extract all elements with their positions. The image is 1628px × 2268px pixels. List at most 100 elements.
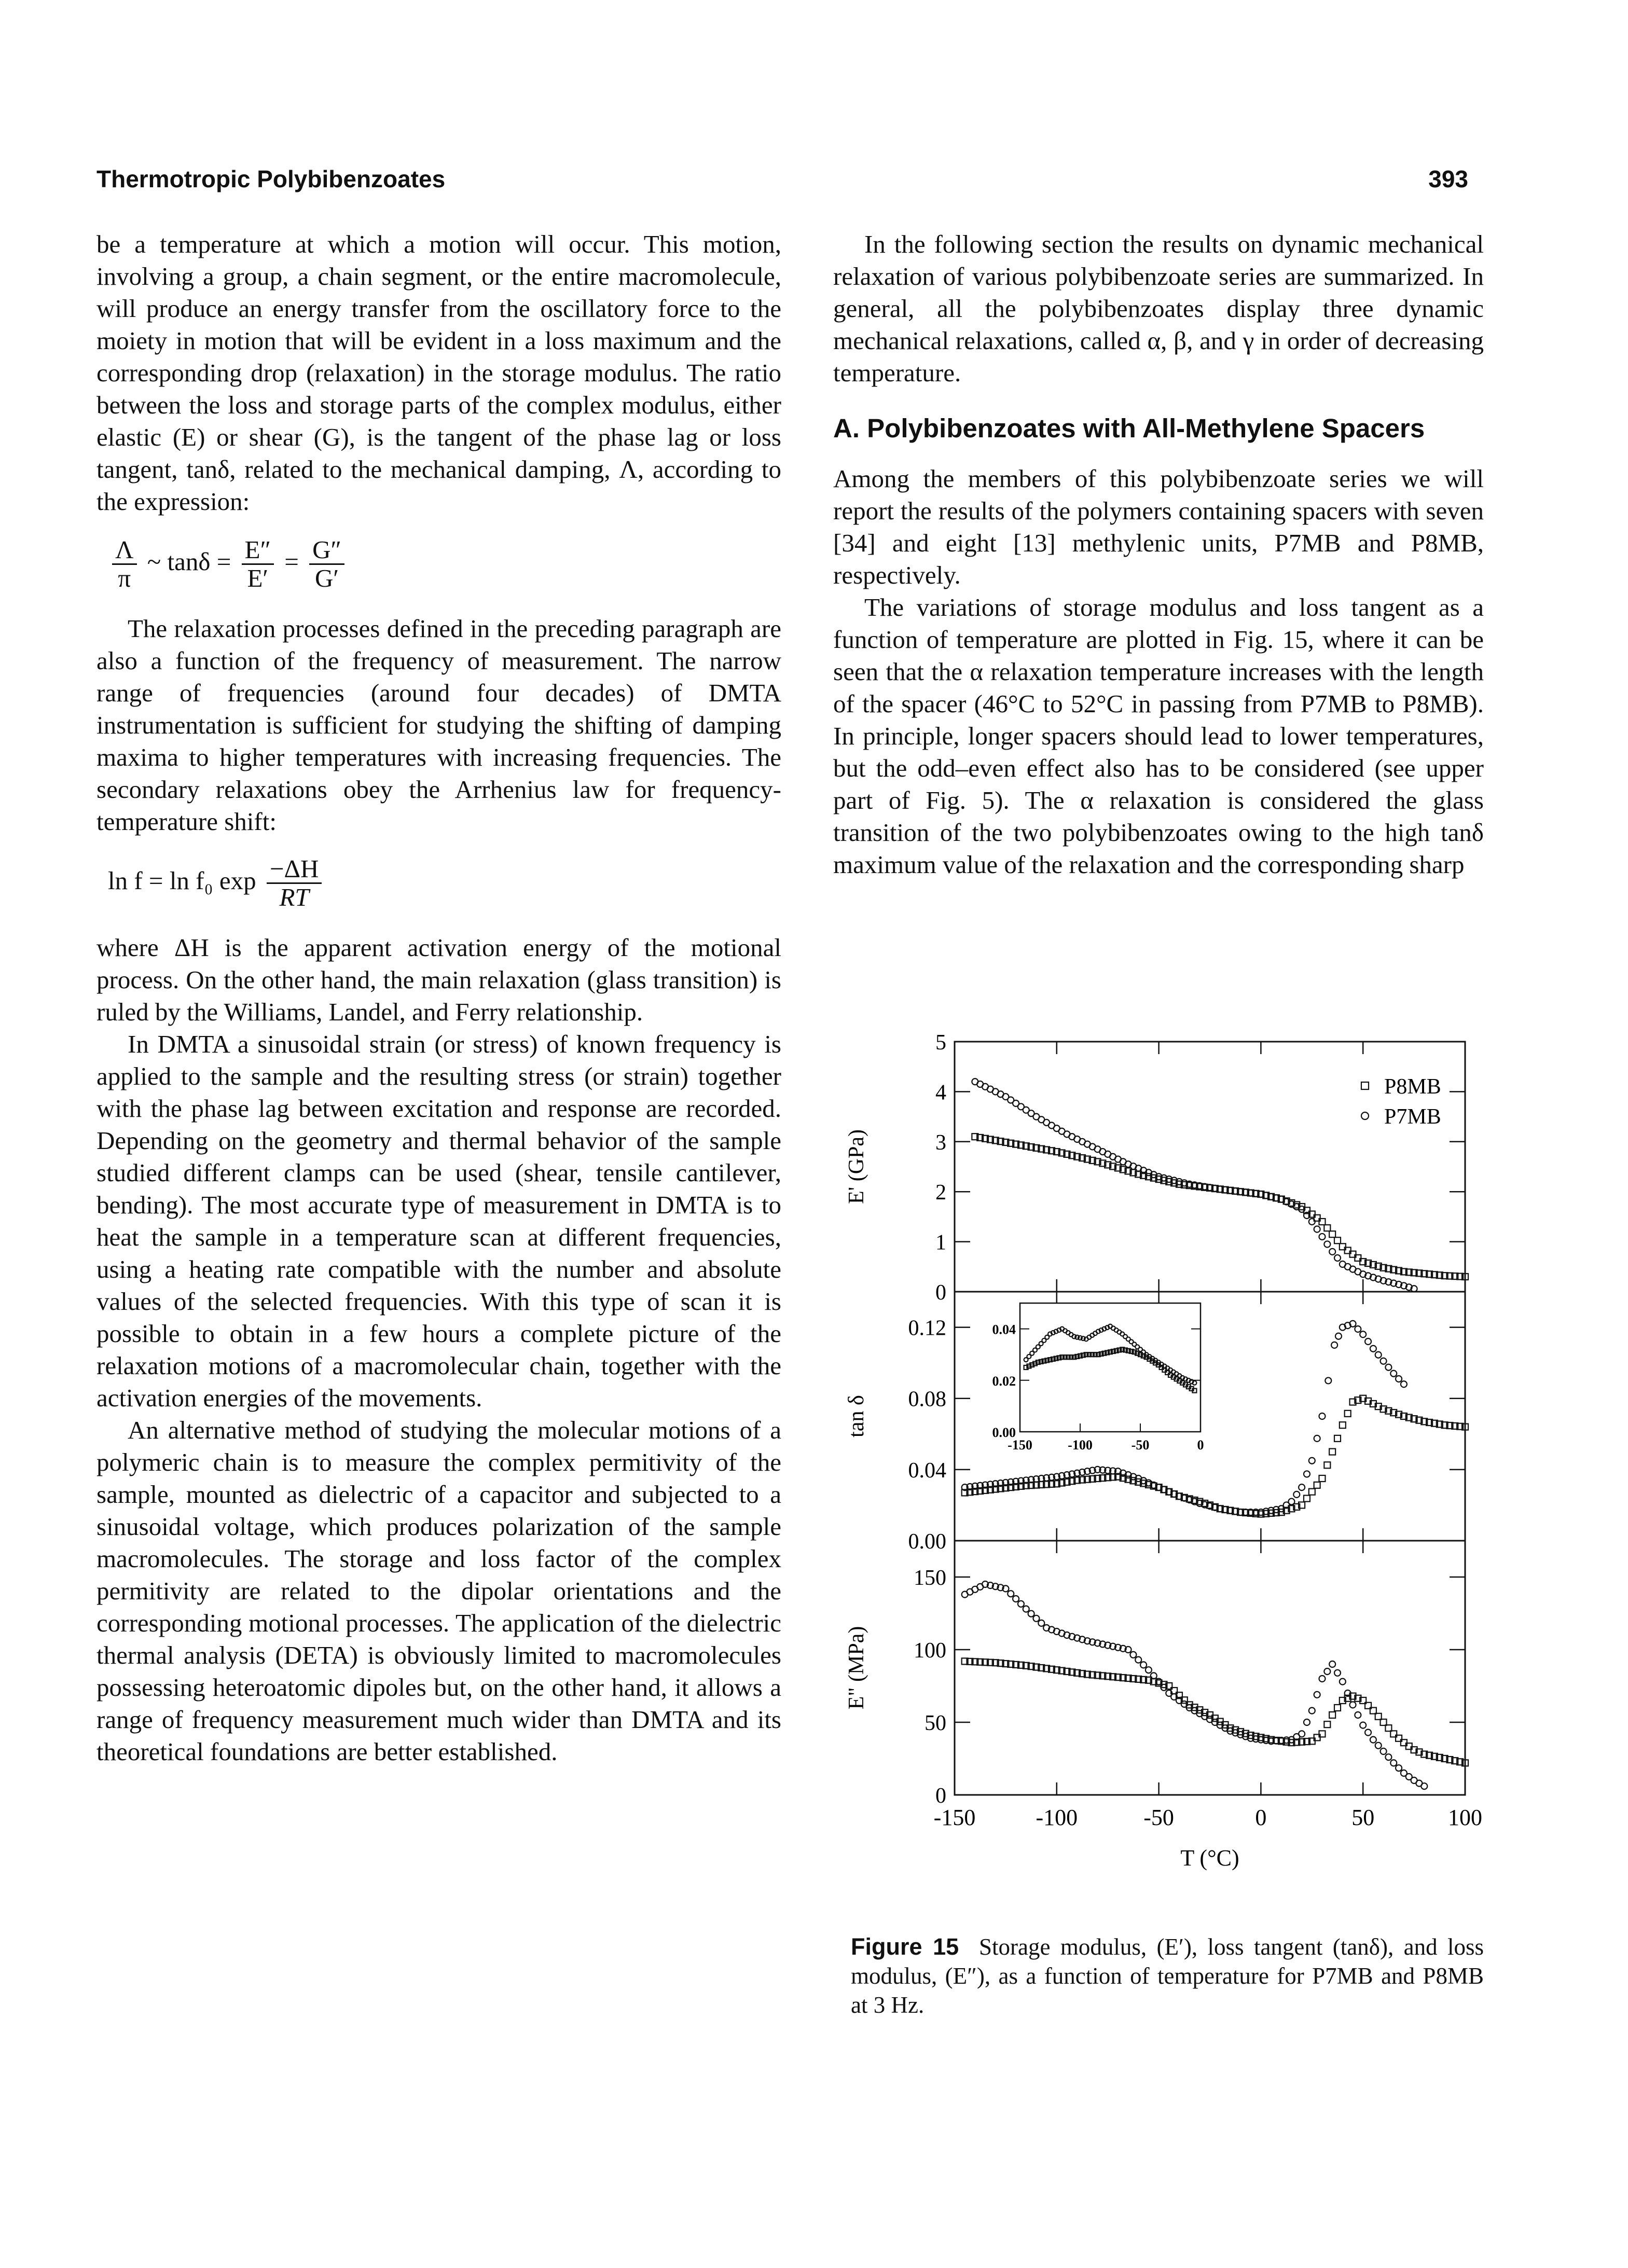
data-point-square: [1360, 1081, 1370, 1090]
data-point-circle: [1074, 1334, 1080, 1340]
data-point-circle: [1017, 1600, 1025, 1608]
legend-label: P7MB: [1384, 1105, 1441, 1129]
data-point-square: [1405, 1268, 1413, 1276]
data-point-circle: [1390, 1759, 1398, 1767]
eq-numerator: Λ: [112, 536, 137, 565]
data-point-square: [1441, 1754, 1448, 1763]
data-point-square: [1385, 1407, 1392, 1415]
paragraph: where ΔH is the apparent activation ener…: [96, 933, 781, 1026]
data-point-square: [1099, 1159, 1107, 1167]
data-point-circle: [1180, 1700, 1188, 1708]
data-point-circle: [1313, 1434, 1321, 1442]
data-point-circle: [1344, 1689, 1351, 1697]
data-point-circle: [1099, 1640, 1107, 1648]
data-point-square: [1175, 1180, 1183, 1188]
data-point-square: [1192, 1388, 1197, 1393]
y-tick-label: 50: [925, 1711, 946, 1735]
x-tick-label: -50: [1143, 1805, 1174, 1830]
data-point-square: [1047, 1147, 1056, 1155]
data-point-circle: [1160, 1174, 1168, 1182]
data-point-square: [1017, 1482, 1025, 1490]
data-point-square: [1303, 1207, 1311, 1214]
data-point-circle: [1293, 1490, 1301, 1498]
data-point-circle: [1236, 1188, 1245, 1196]
page-number: 393: [1428, 165, 1468, 192]
data-point-circle: [1053, 1473, 1060, 1481]
inset-y-tick-label: 0.00: [992, 1425, 1016, 1440]
data-point-circle: [1318, 1233, 1326, 1241]
data-point-circle: [1252, 1735, 1260, 1743]
data-point-square: [981, 1135, 989, 1142]
data-point-square: [1135, 1350, 1140, 1356]
data-point-circle: [1329, 1660, 1336, 1668]
data-point-circle: [1002, 1092, 1010, 1101]
data-point-circle: [1221, 1505, 1229, 1514]
data-point-circle: [1360, 1111, 1370, 1121]
data-point-circle: [1298, 1205, 1306, 1213]
right-column: In the following section the results on …: [833, 228, 1484, 881]
data-point-circle: [1298, 1484, 1306, 1491]
data-point-circle: [1058, 1472, 1066, 1479]
data-point-circle: [1333, 1669, 1342, 1677]
data-point-square: [1043, 1665, 1051, 1672]
data-point-square: [1088, 1671, 1096, 1679]
data-point-circle: [1068, 1470, 1076, 1478]
data-point-square: [1124, 1167, 1132, 1175]
data-point-circle: [1139, 1661, 1148, 1669]
data-point-square: [1109, 1673, 1117, 1681]
data-point-circle: [1150, 1672, 1157, 1680]
data-point-square: [981, 1486, 989, 1494]
data-point-square: [1293, 1503, 1301, 1511]
data-point-circle: [1002, 1478, 1010, 1487]
data-point-square: [1339, 1421, 1346, 1429]
data-point-square: [966, 1657, 974, 1665]
data-point-square: [1132, 1349, 1137, 1355]
data-point-circle: [1165, 1689, 1173, 1697]
data-point-square: [1139, 1479, 1148, 1487]
data-point-square: [997, 1138, 1004, 1145]
data-point-square: [1395, 1734, 1403, 1742]
data-point-square: [1119, 1674, 1127, 1682]
data-point-circle: [1125, 1336, 1131, 1342]
y-axis-label: tan δ: [845, 1395, 868, 1437]
data-point-circle: [1068, 1633, 1076, 1640]
data-point-circle: [1099, 1466, 1107, 1474]
data-point-circle: [1354, 1325, 1362, 1333]
data-point-square: [1144, 1676, 1153, 1684]
data-point-circle: [1129, 1651, 1137, 1658]
data-point-circle: [1170, 1177, 1178, 1184]
data-point-circle: [1078, 1468, 1086, 1476]
data-point-square: [1247, 1732, 1254, 1739]
data-point-circle: [1385, 1753, 1392, 1761]
data-point-square: [1114, 1674, 1122, 1681]
data-point-circle: [1216, 1505, 1224, 1513]
data-point-circle: [1318, 1675, 1326, 1683]
data-point-circle: [1349, 1320, 1357, 1327]
data-point-square: [1007, 1484, 1015, 1491]
data-point-circle: [1364, 1337, 1372, 1346]
data-point-square: [1038, 1664, 1045, 1672]
data-point-square: [1323, 1461, 1331, 1469]
data-point-square: [1098, 1351, 1104, 1357]
data-point-square: [1023, 1364, 1029, 1371]
data-point-square: [1038, 1359, 1044, 1364]
data-point-circle: [1303, 1211, 1311, 1220]
data-point-square: [1035, 1359, 1041, 1365]
data-point-circle: [1047, 1473, 1056, 1481]
data-point-square: [1099, 1474, 1107, 1482]
data-point-circle: [1032, 1347, 1038, 1353]
data-point-square: [1308, 1210, 1316, 1218]
data-point-square: [1027, 1143, 1035, 1151]
data-point-square: [1092, 1352, 1098, 1358]
data-point-square: [1329, 1230, 1336, 1238]
data-point-square: [1012, 1483, 1020, 1491]
data-point-circle: [1192, 1380, 1197, 1386]
data-point-circle: [1390, 1279, 1398, 1287]
data-point-circle: [1109, 1467, 1117, 1475]
data-point-circle: [966, 1483, 974, 1491]
data-point-square: [1012, 1140, 1020, 1148]
data-point-circle: [1191, 1181, 1198, 1189]
data-point-square: [1071, 1354, 1077, 1360]
data-point-square: [1451, 1757, 1459, 1765]
